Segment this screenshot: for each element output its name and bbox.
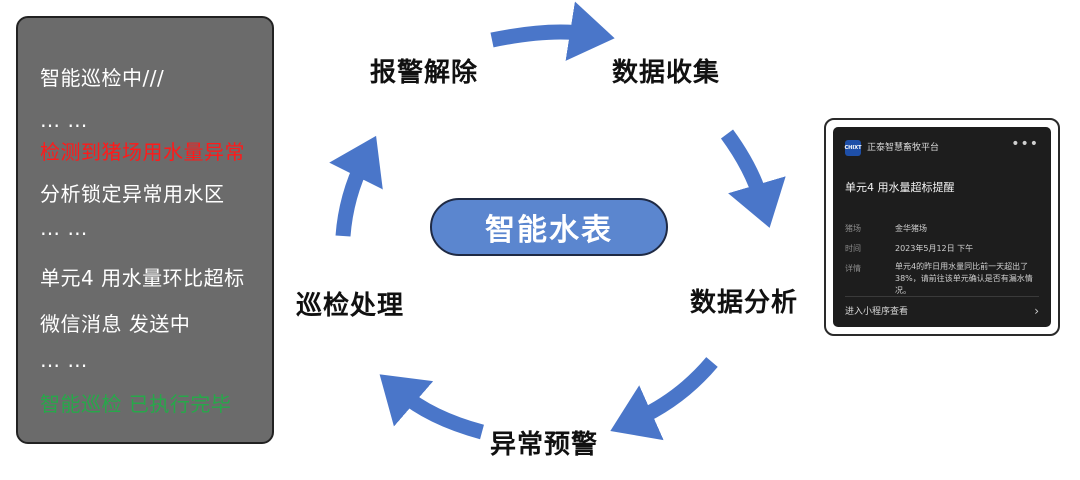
more-icon[interactable]: •••: [1011, 136, 1039, 152]
farm-label: 猪场: [845, 224, 861, 233]
farm-value: 金华猪场: [895, 224, 927, 233]
smart-water-meter-label: 智能水表: [430, 198, 668, 256]
stage-inspection-handling: 巡检处理: [296, 291, 405, 321]
arrow-inspection-to-alarm: [329, 135, 383, 237]
log-line: 微信消息 发送中: [40, 312, 191, 336]
app-logo-icon: CHIXT: [845, 140, 862, 156]
arrow-alarm-to-collection: [490, 1, 615, 61]
chevron-right-icon[interactable]: ›: [1034, 304, 1039, 318]
log-line-complete: 智能巡检 已执行完毕: [40, 392, 232, 416]
phone-screen: CHIXT 正泰智慧畜牧平台 ••• 单元4 用水量超标提醒 猪场 金华猪场 时…: [833, 127, 1051, 327]
log-line: 分析锁定异常用水区: [40, 182, 225, 206]
inspection-log-panel: 智能巡检中/// … … 检测到猪场用水量异常 分析锁定异常用水区 … … 单元…: [16, 16, 274, 444]
stage-data-analysis: 数据分析: [690, 288, 799, 318]
phone-notification-card: CHIXT 正泰智慧畜牧平台 ••• 单元4 用水量超标提醒 猪场 金华猪场 时…: [824, 118, 1060, 336]
stage-data-collection: 数据收集: [612, 58, 721, 88]
log-line: … …: [40, 216, 88, 240]
stage-anomaly-warning: 异常预警: [490, 430, 599, 460]
log-line: 单元4 用水量环比超标: [40, 266, 245, 290]
time-value: 2023年5月12日 下午: [895, 244, 974, 253]
detail-value: 单元4的昨日用水量同比前一天超出了38%，请前往该单元确认是否有漏水情况。: [895, 262, 1033, 295]
log-line: … …: [40, 108, 88, 132]
arrow-analysis-to-warning: [610, 357, 718, 441]
log-line: 智能巡检中///: [40, 66, 165, 90]
divider: [845, 296, 1039, 297]
open-mini-program-link[interactable]: 进入小程序查看: [845, 307, 909, 317]
arrow-collection-to-analysis: [720, 129, 786, 228]
time-label: 时间: [845, 244, 861, 253]
notification-title: 单元4 用水量超标提醒: [845, 181, 955, 194]
app-name: 正泰智慧畜牧平台: [867, 143, 940, 153]
log-line-alert: 检测到猪场用水量异常: [40, 140, 245, 164]
arrow-warning-to-inspection: [379, 374, 484, 440]
detail-label: 详情: [845, 264, 861, 273]
stage-alarm-release: 报警解除: [370, 58, 479, 88]
log-line: … …: [40, 348, 88, 372]
